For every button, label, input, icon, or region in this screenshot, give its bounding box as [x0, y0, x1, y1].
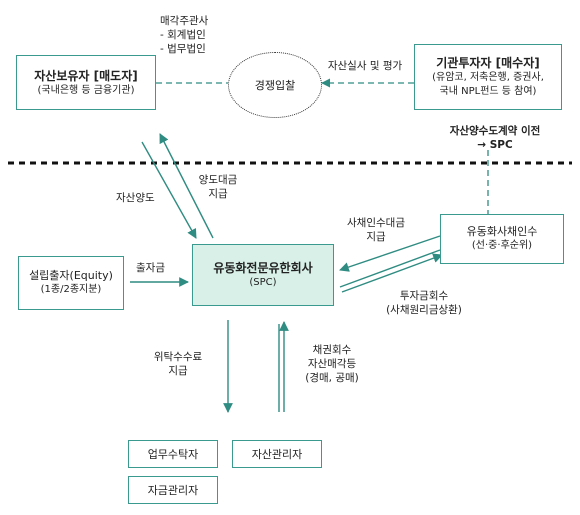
- bond-recovery-line2: 자산매각등: [307, 358, 357, 370]
- asset-transfer-label: 자산양도: [116, 192, 155, 204]
- spc-box: 유동화전문유한회사 (SPC): [192, 244, 334, 306]
- advisors-line1: 매각주관사: [160, 15, 209, 27]
- bond-buyer-subtitle: (선·중·후순위): [471, 240, 533, 251]
- spc-subtitle: (SPC): [249, 277, 277, 288]
- equity-line2: (1종/2종지분): [40, 284, 102, 295]
- auction-circle: 경쟁입찰: [228, 52, 322, 118]
- fee-payment-line2: 지급: [168, 365, 188, 377]
- transfer-note-line1: 자산양수도계약 이전: [449, 125, 541, 137]
- buyer-subtitle-1: (유암코, 저축은행, 증권사,: [432, 72, 544, 83]
- fund-manager-box: 자금관리자: [128, 476, 218, 504]
- investment-recovery-label: 투자금회수 (사채원리금상환): [376, 289, 472, 317]
- payment-arrow: [159, 133, 214, 239]
- bond-recovery-label: 채권회수 자산매각등 (경매, 공매): [294, 343, 370, 385]
- investment-recovery-line2: (사채원리금상환): [386, 304, 462, 316]
- asset-manager-label: 자산관리자: [251, 448, 303, 461]
- seller-title: 자산보유자 [매도자]: [34, 68, 138, 83]
- spc-title: 유동화전문유한회사: [213, 261, 313, 275]
- recovery-line-a: [339, 249, 441, 288]
- contribution-label: 출자금: [136, 262, 165, 274]
- seller-box: 자산보유자 [매도자] (국내은행 등 금융기관): [16, 55, 156, 110]
- buyer-title: 기관투자자 [매수자]: [436, 56, 540, 70]
- advisors-line3: - 법무법인: [160, 43, 206, 55]
- asset-transfer-arrow: [141, 141, 197, 239]
- fee-payment-line1: 위탁수수료: [153, 351, 203, 363]
- transfer-payment-line2: 지급: [208, 188, 228, 200]
- buyer-box: 기관투자자 [매수자] (유암코, 저축은행, 증권사, 국내 NPL펀드 등 …: [414, 44, 562, 110]
- trustee-box: 업무수탁자: [128, 440, 218, 468]
- auction-label: 경쟁입찰: [254, 79, 296, 92]
- bond-buyer-title: 유동화사채인수: [466, 225, 538, 238]
- transfer-payment-label: 양도대금 지급: [190, 173, 246, 201]
- seller-subtitle: (국내은행 등 금융기관): [37, 84, 135, 96]
- bond-payment-line2: 지급: [366, 231, 386, 243]
- transfer-note-line2: → SPC: [477, 139, 513, 151]
- buyer-subtitle-2: 국내 NPL펀드 등 참여): [439, 86, 537, 97]
- advisors-line2: - 회계법인: [160, 29, 206, 41]
- due-diligence-label: 자산실사 및 평가: [327, 60, 403, 72]
- bond-payment-label: 사채인수대금 지급: [334, 216, 418, 244]
- fee-payment-label: 위탁수수료 지급: [146, 350, 210, 378]
- bond-payment-arrow: [339, 235, 441, 272]
- investment-recovery-line1: 투자금회수: [399, 290, 449, 302]
- transfer-note: 자산양수도계약 이전 → SPC: [420, 124, 570, 152]
- trustee-label: 업무수탁자: [147, 448, 199, 461]
- bond-payment-line1: 사채인수대금: [347, 217, 405, 229]
- recovery-arrow: [341, 253, 443, 293]
- fund-manager-label: 자금관리자: [147, 484, 199, 497]
- transfer-payment-line1: 양도대금: [198, 174, 238, 186]
- bond-recovery-line1: 채권회수: [312, 344, 352, 356]
- bond-buyer-box: 유동화사채인수 (선·중·후순위): [440, 214, 564, 264]
- advisors-label: 매각주관사 - 회계법인 - 법무법인: [160, 14, 208, 56]
- equity-line1: 설립출자(Equity): [29, 269, 113, 282]
- equity-box: 설립출자(Equity) (1종/2종지분): [18, 256, 124, 310]
- asset-manager-box: 자산관리자: [232, 440, 322, 468]
- bond-recovery-line3: (경매, 공매): [305, 372, 359, 384]
